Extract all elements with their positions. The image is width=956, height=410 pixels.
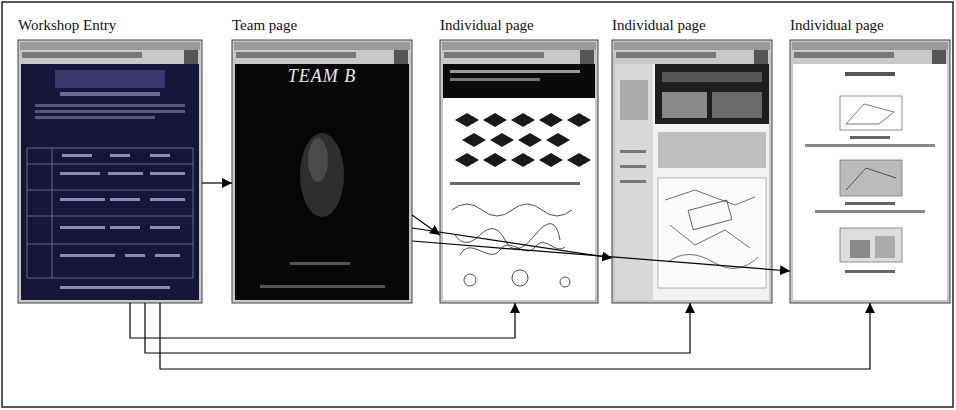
panel-heading: Team page <box>232 15 412 35</box>
arrow-connector <box>202 182 232 183</box>
screenshot-panel: Team pageTEAM B <box>232 40 412 303</box>
panel-heading: Individual page <box>440 15 598 35</box>
arrow-connector <box>160 303 870 369</box>
browser-screenshot <box>790 40 950 303</box>
browser-screenshot <box>232 40 412 303</box>
page-title: TEAM B <box>232 66 412 87</box>
arrow-connector <box>130 303 515 338</box>
panel-heading: Individual page <box>612 15 772 35</box>
panel-heading: Workshop Entry <box>18 15 202 35</box>
browser-screenshot <box>440 40 598 303</box>
arrow-connector <box>412 241 790 271</box>
arrow-connector <box>145 303 690 353</box>
screenshot-panel: Individual page <box>440 40 598 303</box>
panel-heading: Individual page <box>790 15 950 35</box>
browser-screenshot <box>18 40 202 303</box>
screenshot-panel: Individual page <box>612 40 772 303</box>
screenshot-panel: Workshop Entry <box>18 40 202 303</box>
screenshot-panel: Individual page <box>790 40 950 303</box>
